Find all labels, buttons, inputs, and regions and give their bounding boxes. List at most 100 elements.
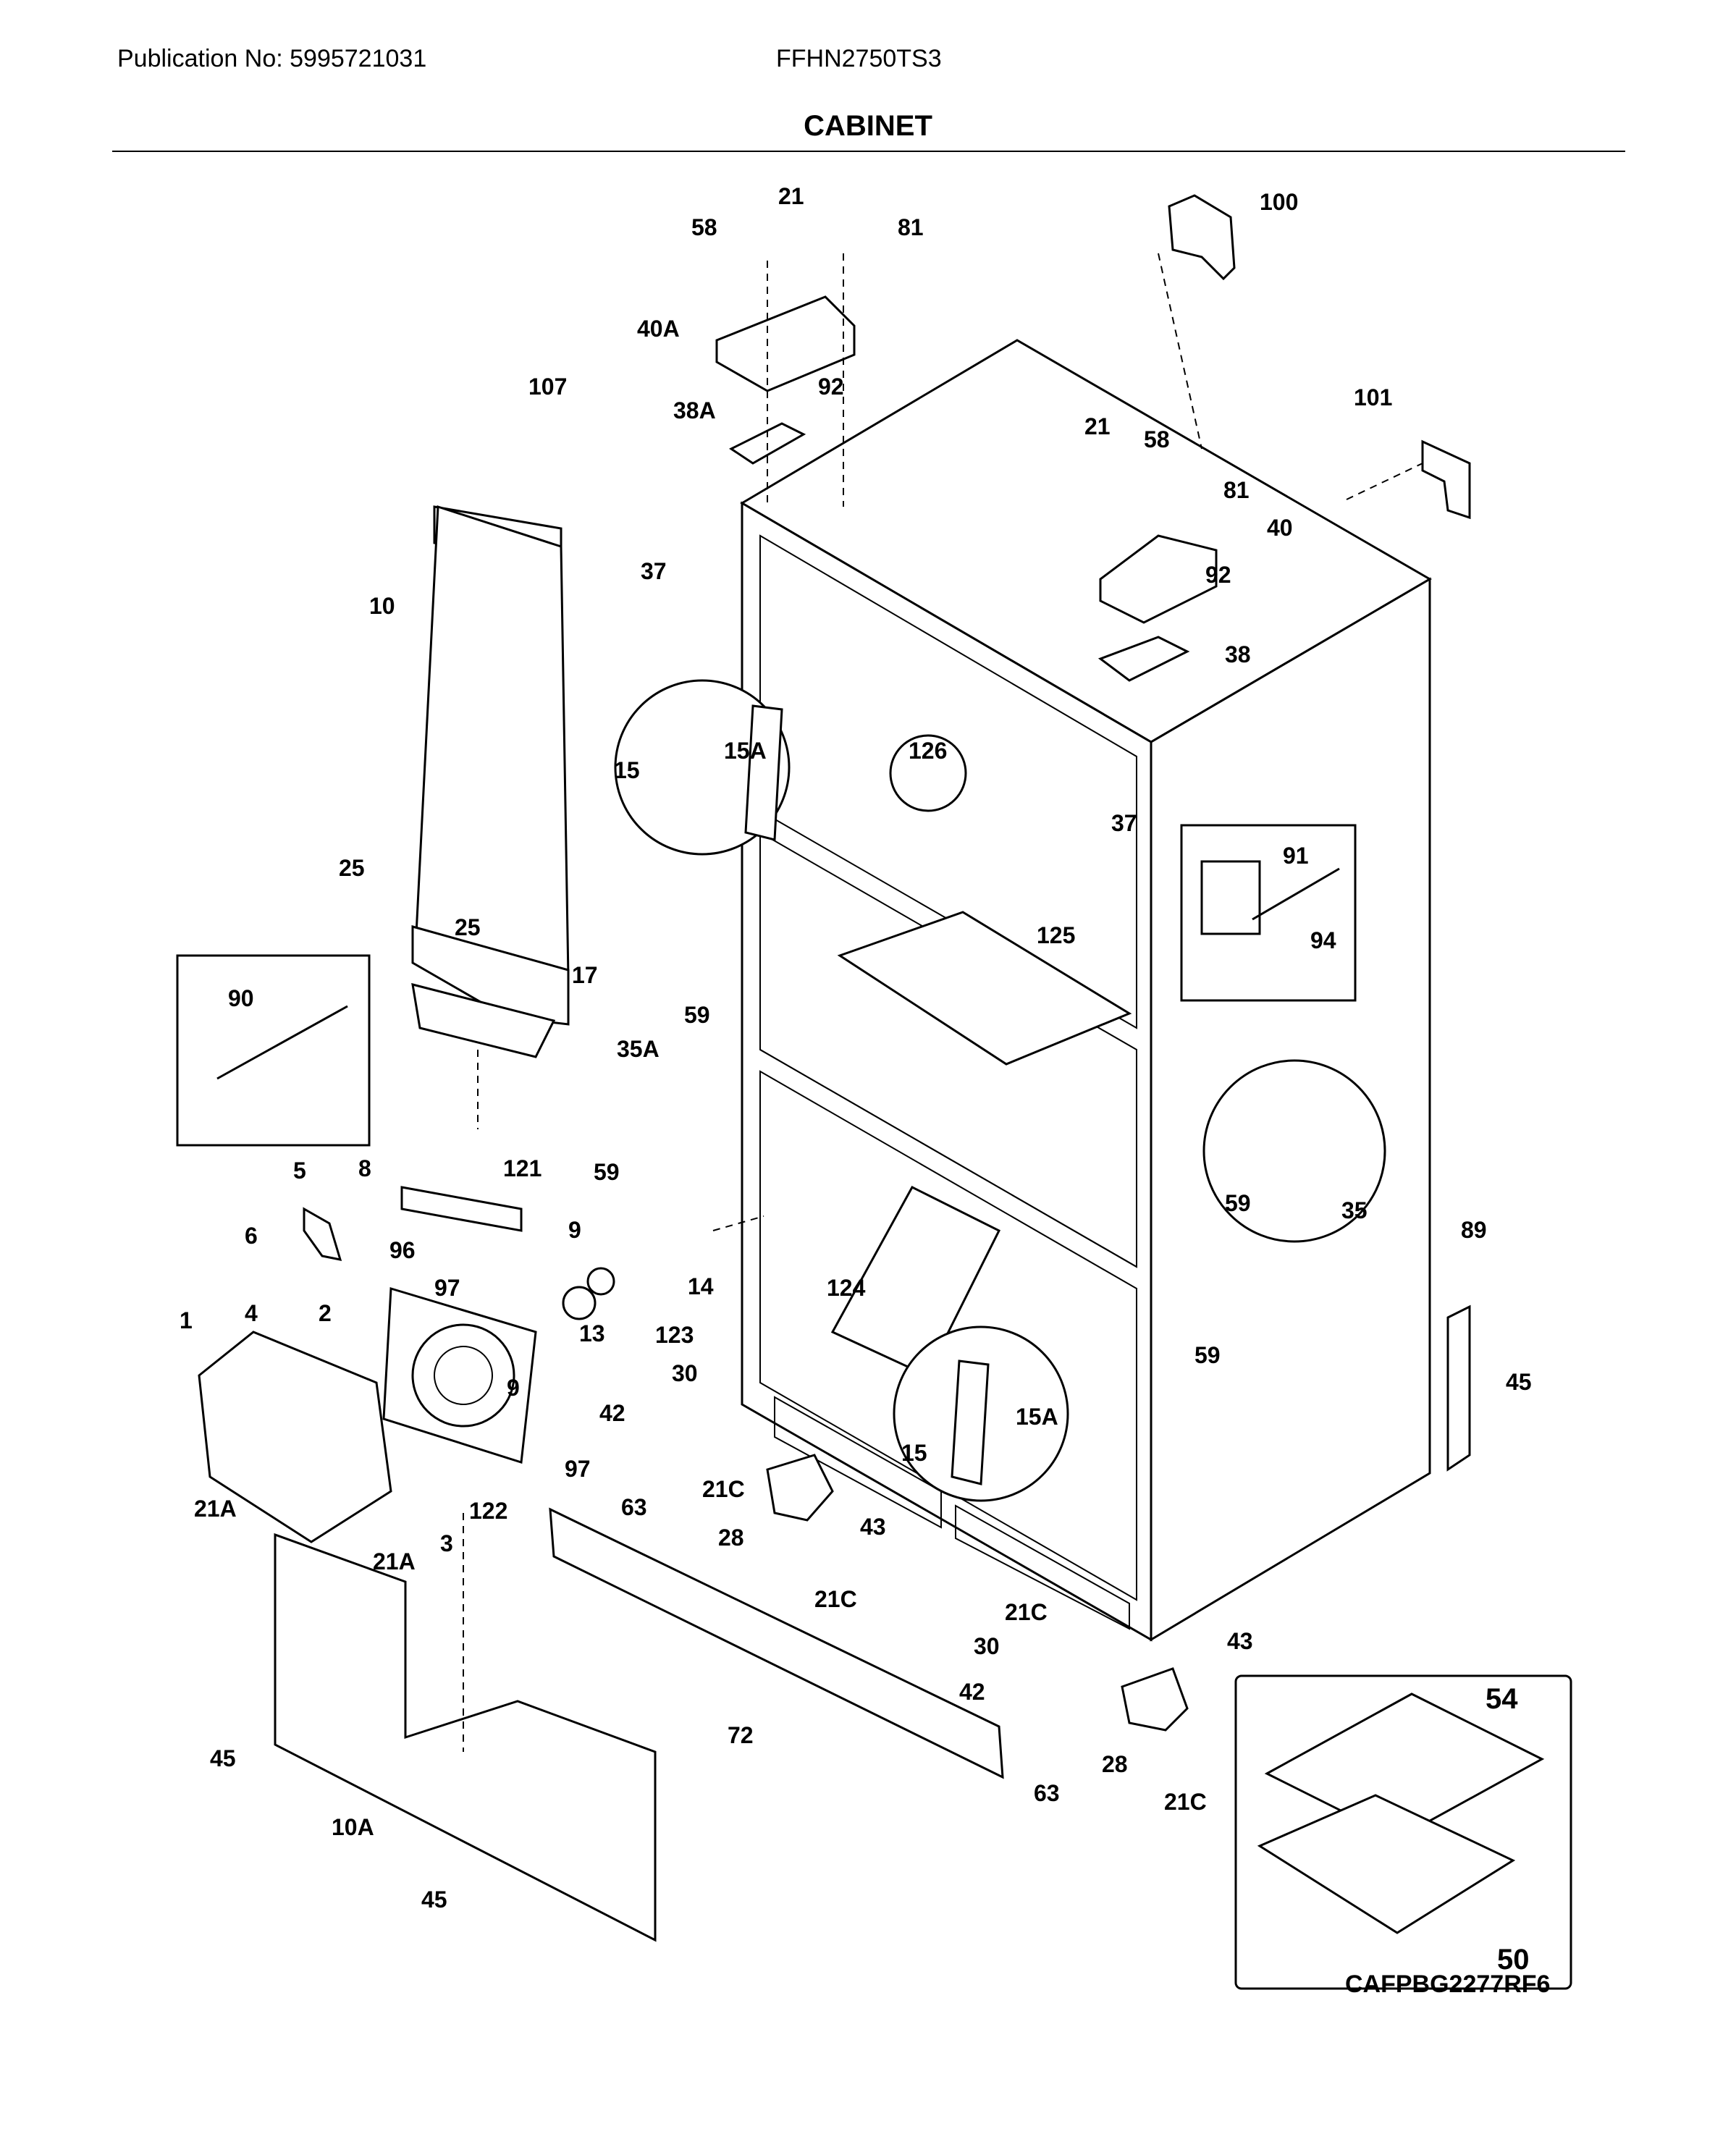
- callout-30b: 30: [974, 1633, 1000, 1659]
- callout-labels: 21 58 81 100 40A 92 38A 107 101 21 58 81…: [180, 183, 1532, 1976]
- shelf-125: [837, 911, 1132, 1066]
- callout-8: 8: [358, 1155, 371, 1181]
- callout-81b: 81: [1223, 477, 1250, 503]
- callout-4: 4: [245, 1300, 258, 1326]
- callout-63a: 63: [621, 1494, 647, 1520]
- callout-21Ca: 21C: [702, 1476, 745, 1502]
- publication-number: Publication No: 5995721031: [117, 45, 427, 72]
- callout-30a: 30: [672, 1360, 698, 1386]
- callout-21Ab: 21A: [373, 1548, 416, 1574]
- callout-38: 38: [1225, 641, 1251, 667]
- hinge-bottom-left: [766, 1454, 834, 1522]
- callout-125: 125: [1037, 922, 1075, 948]
- callout-59d: 59: [1194, 1342, 1221, 1368]
- callout-124: 124: [827, 1275, 866, 1301]
- inset-box-50-54: [1234, 1674, 1572, 1990]
- callout-25a: 25: [339, 855, 365, 881]
- callout-42a: 42: [599, 1400, 625, 1426]
- callout-94: 94: [1310, 927, 1336, 953]
- model-number: FFHN2750TS3: [776, 45, 942, 72]
- detail-circle-15-upper: [614, 679, 791, 856]
- callout-13: 13: [579, 1320, 605, 1346]
- callout-6: 6: [245, 1223, 258, 1249]
- callout-101: 101: [1354, 384, 1392, 410]
- hinge-top-right: [1097, 534, 1218, 682]
- callout-35: 35: [1341, 1197, 1368, 1223]
- callout-10A: 10A: [332, 1814, 374, 1840]
- bracket-100: [1168, 194, 1236, 281]
- callout-40: 40: [1267, 515, 1293, 541]
- inset-box-91-94: [1180, 824, 1357, 1002]
- callout-28a: 28: [718, 1525, 744, 1551]
- callout-21Cc: 21C: [1005, 1599, 1048, 1625]
- callout-10: 10: [369, 593, 395, 619]
- callout-28b: 28: [1102, 1751, 1128, 1777]
- crisper-124: [830, 1186, 1001, 1377]
- rear-panel-10a: [274, 1533, 657, 1942]
- callout-43b: 43: [1227, 1628, 1253, 1654]
- callout-121: 121: [503, 1155, 542, 1181]
- callout-59b: 59: [594, 1159, 620, 1185]
- callout-100: 100: [1260, 189, 1298, 215]
- callout-17: 17: [572, 962, 598, 988]
- callout-40A: 40A: [637, 316, 680, 342]
- callout-21Cd: 21C: [1164, 1789, 1207, 1815]
- callout-1: 1: [180, 1307, 193, 1333]
- side-panel-89: [1446, 1304, 1471, 1472]
- section-title: CABINET: [804, 110, 932, 142]
- callout-15b: 15: [901, 1440, 927, 1466]
- callout-9a: 9: [568, 1217, 581, 1243]
- hinge-bottom-right: [1121, 1667, 1189, 1732]
- callout-58: 58: [691, 214, 717, 240]
- callout-5: 5: [293, 1158, 306, 1184]
- detail-circle-35: [1202, 1059, 1386, 1243]
- callout-15Ab: 15A: [1016, 1404, 1058, 1430]
- callout-89: 89: [1461, 1217, 1487, 1243]
- callout-72: 72: [728, 1722, 754, 1748]
- callout-97a: 97: [434, 1275, 460, 1301]
- callout-37b: 37: [1111, 810, 1137, 836]
- callout-21Cb: 21C: [814, 1586, 857, 1612]
- callout-21b: 21: [1084, 413, 1111, 439]
- callout-38A: 38A: [673, 397, 716, 423]
- detail-circle-15-lower: [893, 1325, 1069, 1502]
- inset-box-90: [176, 954, 371, 1147]
- detail-circle-126: [889, 734, 967, 812]
- callout-81: 81: [898, 214, 924, 240]
- callout-50: 50: [1497, 1944, 1530, 1976]
- callout-59c: 59: [1225, 1190, 1251, 1216]
- callout-123: 123: [655, 1322, 694, 1348]
- callout-45c: 45: [421, 1886, 447, 1913]
- callout-92: 92: [818, 374, 844, 400]
- callout-92b: 92: [1205, 562, 1231, 588]
- callout-97b: 97: [565, 1456, 591, 1482]
- callout-45b: 45: [210, 1745, 236, 1771]
- kickplate-72: [549, 1507, 1004, 1779]
- callout-59a: 59: [684, 1002, 710, 1028]
- callout-91: 91: [1283, 843, 1309, 869]
- callout-3: 3: [440, 1530, 453, 1556]
- callout-21: 21: [778, 183, 804, 209]
- callout-45a: 45: [1506, 1369, 1532, 1395]
- fan-assembly: [198, 1186, 615, 1543]
- callout-35A: 35A: [617, 1036, 660, 1062]
- header-rule: [112, 151, 1625, 152]
- callout-122: 122: [469, 1498, 507, 1524]
- callout-14: 14: [688, 1273, 714, 1299]
- callout-90: 90: [228, 985, 254, 1011]
- callout-2: 2: [319, 1300, 332, 1326]
- callout-54: 54: [1486, 1683, 1518, 1715]
- callout-43a: 43: [860, 1514, 886, 1540]
- callout-42b: 42: [959, 1679, 985, 1705]
- callout-107: 107: [528, 374, 567, 400]
- diagram-code: CAFPBG2277RF6: [1345, 1970, 1551, 1998]
- callout-58b: 58: [1144, 426, 1170, 452]
- callout-9b: 9: [507, 1375, 520, 1401]
- callout-126: 126: [909, 738, 947, 764]
- callout-15a: 15: [614, 757, 640, 783]
- callout-21Aa: 21A: [194, 1496, 237, 1522]
- callout-25b: 25: [455, 914, 481, 940]
- bracket-101: [1421, 439, 1471, 520]
- callout-15Aa: 15A: [724, 738, 767, 764]
